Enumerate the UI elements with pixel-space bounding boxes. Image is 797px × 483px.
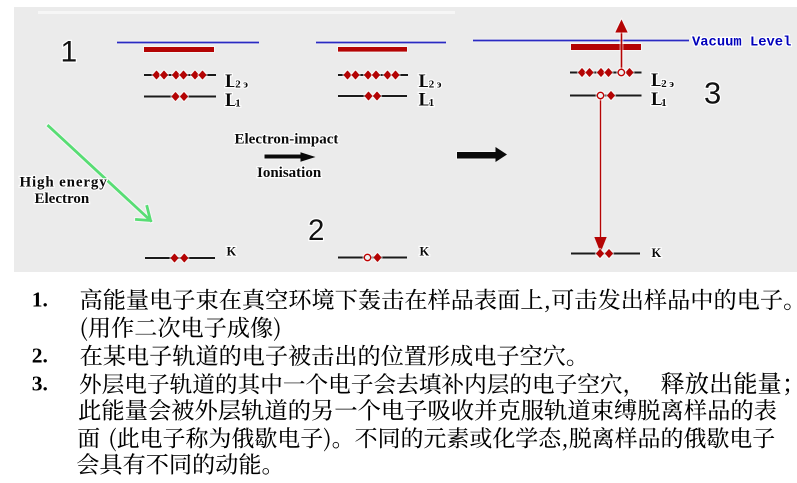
svg-text:L: L	[419, 89, 432, 110]
svg-text:2э: 2э	[661, 78, 676, 90]
svg-text:2э: 2э	[235, 79, 250, 91]
svg-text:1.: 1.	[32, 287, 48, 311]
svg-text:2э: 2э	[429, 79, 444, 91]
svg-text:L: L	[225, 71, 238, 92]
svg-text:3: 3	[704, 76, 721, 111]
svg-text:L: L	[225, 90, 238, 111]
svg-text:1: 1	[429, 97, 437, 109]
svg-text:Ionisation: Ionisation	[257, 165, 322, 181]
svg-text:K: K	[652, 246, 662, 260]
svg-text:L: L	[651, 70, 664, 91]
svg-text:1: 1	[61, 35, 78, 68]
svg-text:Electron-impact: Electron-impact	[235, 132, 339, 148]
svg-text:High energy: High energy	[20, 175, 108, 191]
svg-text:L: L	[419, 71, 432, 92]
svg-text:1: 1	[235, 98, 243, 110]
svg-text:1: 1	[661, 97, 669, 109]
svg-text:L: L	[651, 89, 664, 110]
svg-text:Electron: Electron	[35, 191, 90, 207]
svg-text:2: 2	[308, 214, 324, 247]
svg-text:3.: 3.	[32, 371, 48, 395]
svg-text:Vacuum Level: Vacuum Level	[692, 35, 791, 51]
svg-text:K: K	[420, 245, 430, 259]
svg-text:2.: 2.	[32, 343, 48, 367]
svg-text:K: K	[227, 245, 237, 259]
